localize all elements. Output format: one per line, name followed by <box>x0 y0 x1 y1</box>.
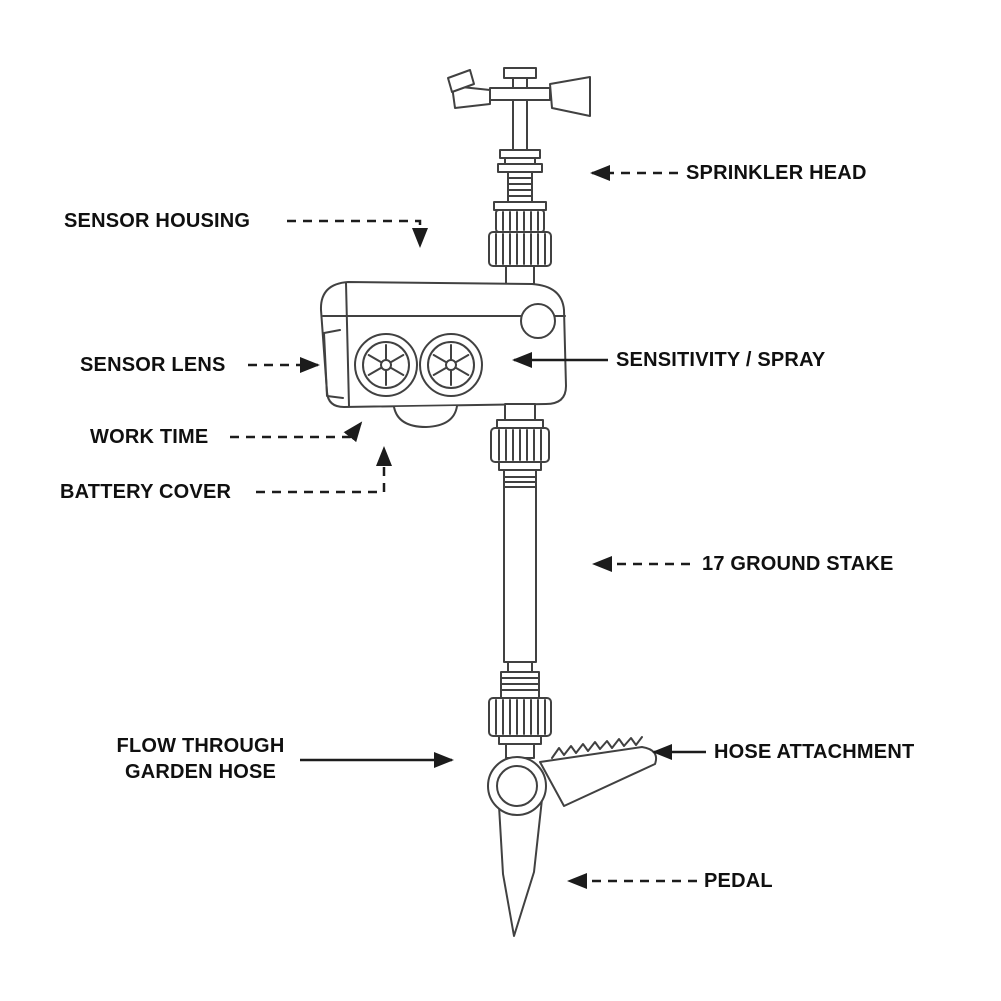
label-battery-cover: BATTERY COVER <box>60 481 232 503</box>
label-ground-stake: 17 GROUND STAKE <box>702 553 894 575</box>
leader-lines <box>230 165 706 889</box>
ground-stake-drawing <box>488 403 552 745</box>
label-hose-attachment: HOSE ATTACHMENT <box>714 741 915 763</box>
label-sprinkler-head: SPRINKLER HEAD <box>686 162 867 184</box>
label-flow-through-line2: GARDEN HOSE <box>124 761 277 783</box>
sensor-housing-arrow <box>287 219 428 248</box>
battery-cover-bump <box>393 405 458 428</box>
label-pedal: PEDAL <box>704 870 773 892</box>
solar-panel-circle <box>520 303 556 339</box>
pedal-drawing <box>487 736 658 816</box>
sensor-lens-bracket <box>323 329 344 399</box>
label-sensor-housing: SENSOR HOUSING <box>64 210 251 232</box>
pedal-hub-inner <box>496 765 538 807</box>
sensitivity-dial <box>354 333 418 397</box>
work-time-arrow <box>230 421 363 443</box>
spray-dial <box>419 333 483 397</box>
label-flow-through-line1: FLOW THROUGH <box>116 735 285 757</box>
pedal-arm <box>539 746 658 807</box>
label-sensitivity-spray: SENSITIVITY / SPRAY <box>616 349 826 371</box>
battery-cover-arrow <box>256 446 392 494</box>
label-sensor-lens: SENSOR LENS <box>80 354 226 376</box>
label-work-time: WORK TIME <box>90 426 209 448</box>
label-flow-through-garden-hose: FLOW THROUGH GARDEN HOSE <box>103 733 298 785</box>
pedal-grip-teeth <box>551 736 643 759</box>
sensor-housing-drawing <box>319 281 567 428</box>
sprinkler-head-drawing <box>447 67 591 203</box>
ground-spike-drawing <box>498 798 543 937</box>
upper-coupling-drawing <box>488 201 552 285</box>
